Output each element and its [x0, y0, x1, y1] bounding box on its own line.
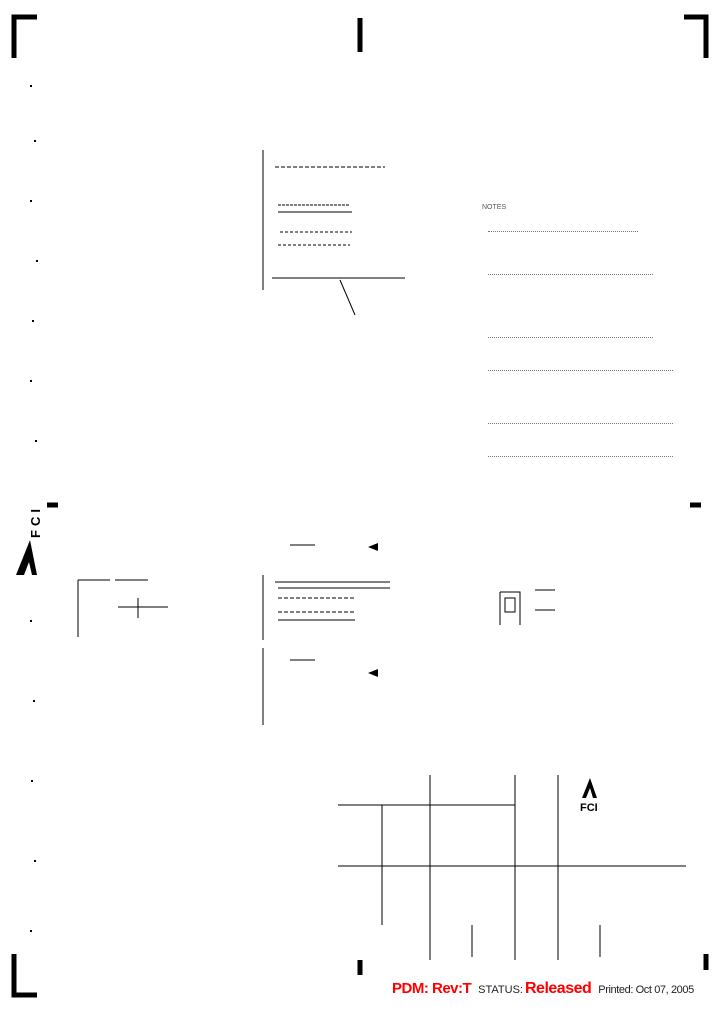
corner-marks [11, 14, 709, 998]
note-line [488, 231, 638, 234]
note-line [488, 337, 653, 340]
side-logo-text: FCI [28, 505, 43, 538]
left-border-ticks [30, 85, 38, 932]
side-view [77, 544, 555, 725]
status-label: STATUS: [478, 984, 523, 996]
note-line [488, 423, 673, 426]
notes-list [488, 225, 688, 459]
notes-heading: NOTES [482, 204, 507, 211]
title-block-logo-text: FCI [580, 802, 598, 814]
printed-date: Printed: Oct 07, 2005 [598, 984, 694, 996]
footer-stamp-row: PDM: Rev:T STATUS: Released Printed: Oct… [392, 980, 694, 998]
fci-logo-mark [16, 540, 597, 798]
arrows [368, 543, 378, 677]
top-view [262, 150, 405, 316]
title-block [338, 775, 686, 960]
status-value: Released [525, 980, 592, 997]
note-line [488, 456, 673, 459]
note-line [488, 370, 673, 373]
pdm-revision: PDM: Rev:T [392, 980, 472, 997]
note-line [488, 274, 653, 277]
